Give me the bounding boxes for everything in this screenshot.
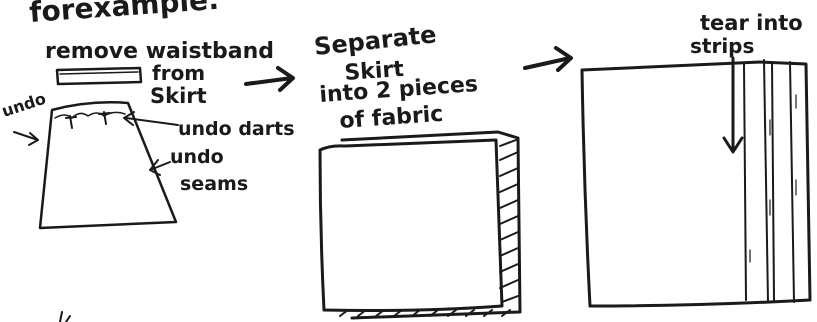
page-scribble bbox=[60, 312, 70, 322]
from-label: from bbox=[152, 61, 205, 85]
skirt-label: Skirt bbox=[150, 84, 207, 108]
into-2-pieces-label: into 2 pieces bbox=[319, 72, 479, 108]
undo-left-label: undo bbox=[0, 89, 48, 121]
undo-seams-label-1: undo bbox=[170, 146, 224, 168]
fabric-strips-shape bbox=[582, 58, 810, 306]
undo-darts-arrow bbox=[124, 112, 178, 125]
step-arrow-2 bbox=[525, 48, 571, 70]
fabric-pieces-shape bbox=[320, 132, 520, 318]
for-example-label: forexample: bbox=[28, 0, 220, 29]
tear-into-label: tear into bbox=[700, 11, 803, 35]
strips-label: strips bbox=[690, 34, 754, 58]
undo-left-arrow bbox=[14, 132, 38, 145]
waistband-shape bbox=[57, 68, 141, 84]
separate-label: Separate bbox=[313, 20, 438, 61]
undo-seams-label-2: seams bbox=[180, 173, 248, 195]
step-arrow-1 bbox=[246, 68, 293, 90]
of-fabric-label: of fabric bbox=[339, 102, 444, 134]
undo-darts-label: undo darts bbox=[178, 118, 295, 140]
